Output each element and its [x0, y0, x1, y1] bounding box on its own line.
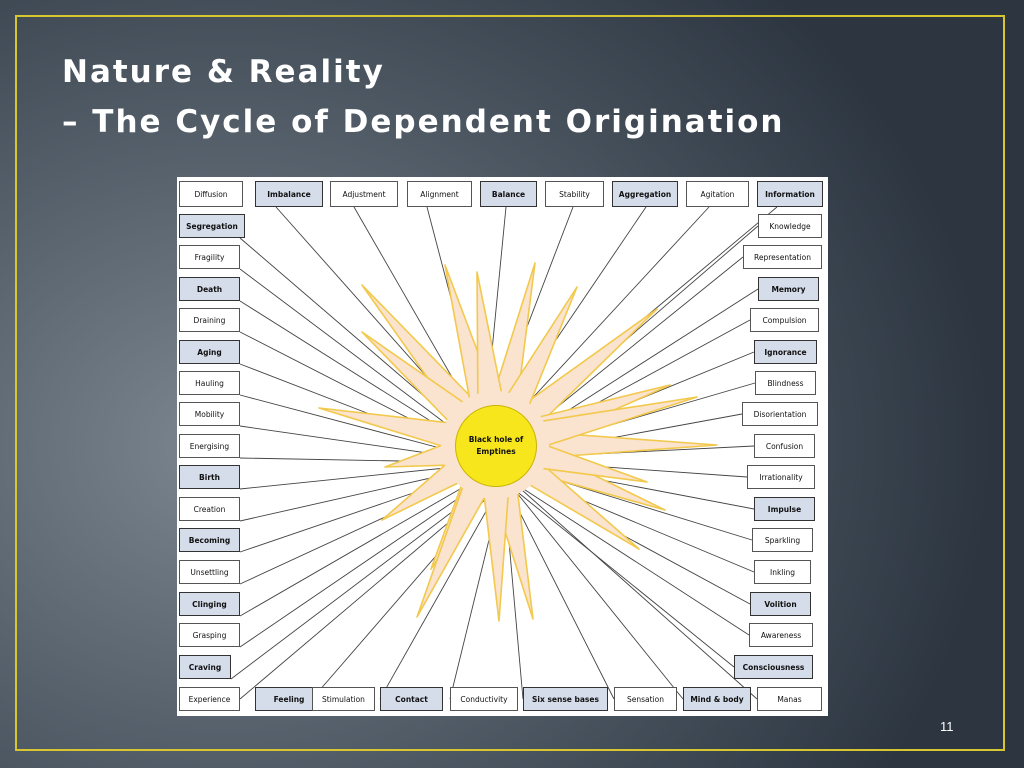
node-sensation: Sensation	[614, 687, 677, 711]
node-blindness: Blindness	[755, 371, 816, 395]
node-disorientation: Disorientation	[742, 402, 818, 426]
connector-line	[239, 471, 458, 522]
node-information: Information	[757, 181, 823, 207]
node-agitation: Agitation	[686, 181, 749, 207]
connector-line	[514, 489, 735, 668]
node-draining: Draining	[179, 308, 240, 332]
node-contact: Contact	[380, 687, 443, 711]
slide-frame	[15, 15, 1005, 751]
node-impulse: Impulse	[754, 497, 815, 521]
node-grasping: Grasping	[179, 623, 240, 647]
node-craving: Craving	[179, 655, 231, 679]
node-knowledge: Knowledge	[758, 214, 822, 238]
connector-line	[239, 466, 456, 490]
node-ignorance: Ignorance	[754, 340, 817, 364]
node-imbalance: Imbalance	[255, 181, 323, 207]
node-mobility: Mobility	[179, 402, 240, 426]
node-unsettling: Unsettling	[179, 560, 240, 584]
page-number: 11	[940, 719, 954, 734]
node-energising: Energising	[179, 434, 240, 458]
node-creation: Creation	[179, 497, 240, 521]
node-irrationality: Irrationality	[747, 465, 815, 489]
slide-title: Nature & Reality – The Cycle of Dependen…	[62, 47, 785, 147]
connector-line	[518, 485, 750, 636]
connector-line	[239, 300, 457, 438]
node-memory: Memory	[758, 277, 819, 301]
node-six-sense-bases: Six sense bases	[523, 687, 608, 711]
black-hole-label: Black hole of Emptines	[468, 435, 524, 456]
node-mind-body: Mind & body	[683, 687, 751, 711]
node-stimulation: Stimulation	[312, 687, 375, 711]
node-manas: Manas	[757, 687, 822, 711]
node-aging: Aging	[179, 340, 240, 364]
node-clinging: Clinging	[179, 592, 240, 616]
slide-title-line-1: Nature & Reality	[62, 54, 385, 90]
connector-line	[230, 492, 478, 680]
node-fragility: Fragility	[179, 245, 240, 269]
connector-line	[521, 489, 758, 700]
node-conductivity: Conductivity	[450, 687, 518, 711]
node-death: Death	[179, 277, 240, 301]
node-sparkling: Sparkling	[752, 528, 813, 552]
node-volition: Volition	[750, 592, 811, 616]
connector-line	[239, 268, 458, 433]
connector-line	[239, 488, 473, 648]
node-compulsion: Compulsion	[750, 308, 819, 332]
dependent-origination-diagram: Diffusion Imbalance Adjustment Alignment Bal…	[177, 177, 828, 716]
connector-line	[510, 494, 615, 700]
connector-line	[529, 256, 744, 430]
node-segregation: Segregation	[179, 214, 245, 238]
connector-line	[239, 425, 456, 458]
connector-line	[379, 498, 494, 700]
node-stability: Stability	[545, 181, 604, 207]
node-representation: Representation	[743, 245, 822, 269]
node-confusion: Confusion	[754, 434, 815, 458]
node-consciousness: Consciousness	[734, 655, 813, 679]
slide-title-line-2: – The Cycle of Dependent Origination	[62, 104, 785, 140]
connector-line	[514, 206, 710, 418]
node-balance: Balance	[480, 181, 537, 207]
node-hauling: Hauling	[179, 371, 240, 395]
node-aggregation: Aggregation	[612, 181, 678, 207]
connector-line	[239, 494, 482, 700]
node-becoming: Becoming	[179, 528, 240, 552]
connector-line	[239, 484, 468, 617]
connector-line	[239, 394, 456, 453]
black-hole-core: Black hole of Emptines	[455, 405, 537, 487]
node-awareness: Awareness	[749, 623, 813, 647]
connector-line	[516, 492, 684, 700]
node-alignment: Alignment	[407, 181, 472, 207]
node-birth: Birth	[179, 465, 240, 489]
node-adjustment: Adjustment	[330, 181, 398, 207]
node-diffusion: Diffusion	[179, 181, 243, 207]
node-experience: Experience	[179, 687, 240, 711]
node-inkling: Inkling	[754, 560, 811, 584]
